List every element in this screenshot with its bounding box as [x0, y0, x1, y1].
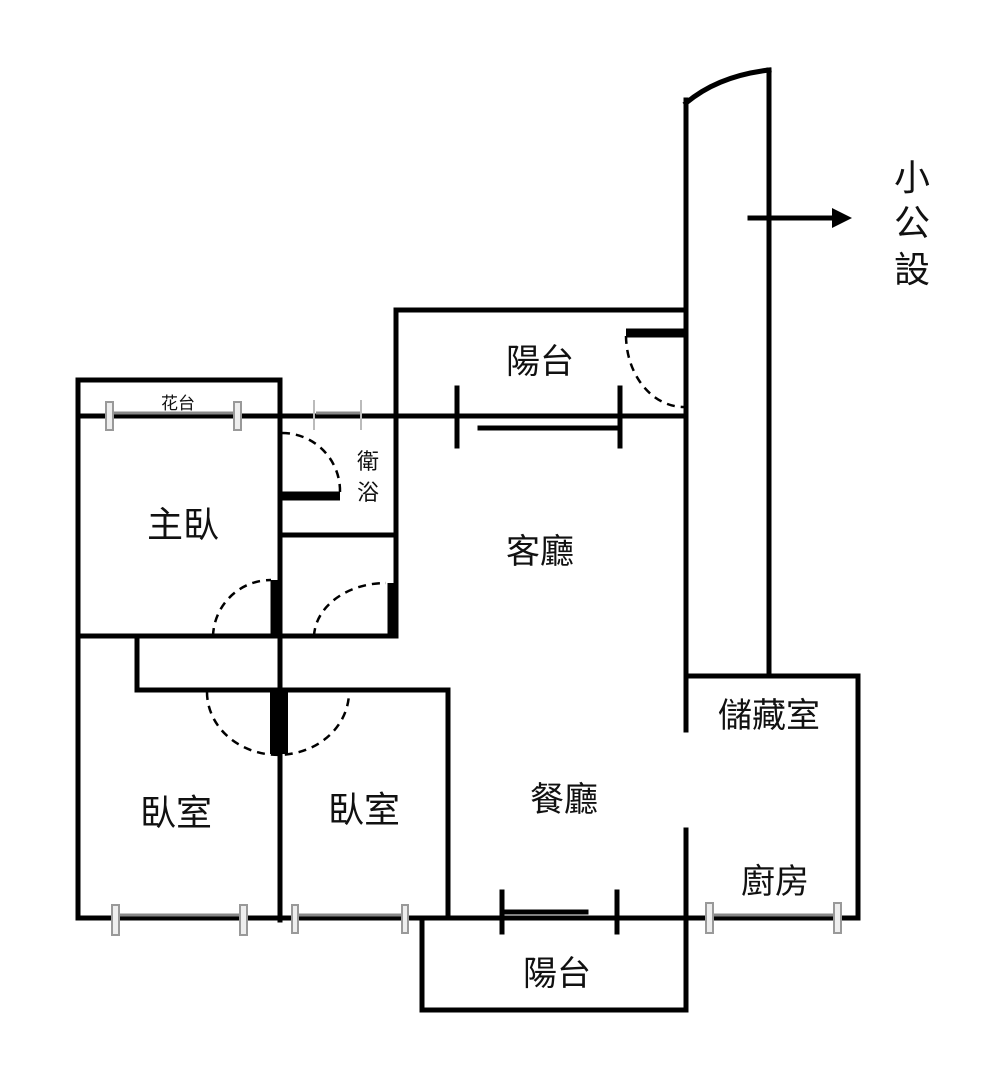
windows — [105, 400, 842, 936]
door-leaves — [270, 328, 686, 754]
label-balcony-bottom: 陽台 — [523, 954, 591, 994]
label-bathroom-2: 浴 — [357, 481, 379, 506]
label-storage-room: 儲藏室 — [718, 696, 820, 736]
label-public-facility-1: 小 — [894, 158, 930, 199]
public-facility-arrow — [747, 208, 852, 228]
label-bedroom-left: 臥室 — [140, 793, 212, 834]
label-bedroom-right: 臥室 — [328, 790, 400, 831]
label-kitchen: 廚房 — [741, 862, 809, 902]
label-public-facility-2: 公 — [894, 203, 930, 244]
label-flower-box: 花台 — [161, 394, 195, 414]
label-dining-room: 餐廳 — [530, 780, 598, 820]
walls — [75, 67, 861, 1013]
label-living-room: 客廳 — [506, 532, 574, 572]
label-balcony-top: 陽台 — [506, 342, 574, 382]
label-master-bedroom: 主臥 — [147, 505, 219, 546]
sliding-doors — [454, 385, 623, 935]
door-swings — [205, 335, 685, 757]
label-public-facility-3: 設 — [894, 250, 930, 291]
label-bathroom-1: 衛 — [357, 450, 379, 475]
